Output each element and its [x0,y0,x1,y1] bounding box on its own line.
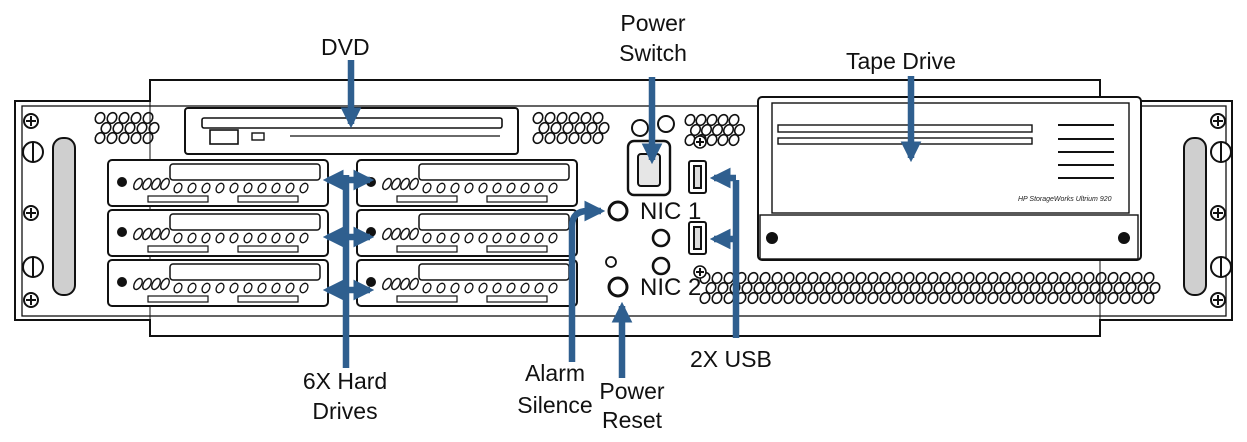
power-switch-label-line2: Switch [619,40,687,66]
usb-label: 2X USB [690,346,772,372]
callout-arrows [322,60,922,378]
hard-drive-bays [107,159,578,307]
tape-drive-label: Tape Drive [846,48,956,74]
alarm-silence-label-line1: Alarm [524,360,586,386]
hard-drives-label-line1: 6X Hard [302,368,388,394]
power-reset-label-line1: Power [599,378,665,404]
hard-drive-tray [356,259,578,307]
hard-drive-tray [356,209,578,257]
tape-drive [757,96,1142,261]
power-switch-label-line1: Power [620,10,686,36]
usb-port-icon [688,160,707,255]
screw-icon [22,113,1232,308]
hard-drive-tray [107,159,329,207]
alarm-silence-arrow [568,200,606,362]
tape-brand-label: HP StorageWorks Ultrium 920 [1018,196,1112,203]
hard-drive-tray [107,209,329,257]
hard-drive-tray [107,259,329,307]
nic1-label: NIC 1 [640,198,702,225]
power-reset-label-line2: Reset [601,407,663,433]
alarm-silence-label-line2: Silence [517,392,593,418]
handle-icon [52,137,1207,296]
nic2-label: NIC 2 [640,274,702,301]
hard-drive-tray [356,159,578,207]
dvd-label: DVD [321,34,370,60]
hard-drives-label-line2: Drives [312,398,378,424]
